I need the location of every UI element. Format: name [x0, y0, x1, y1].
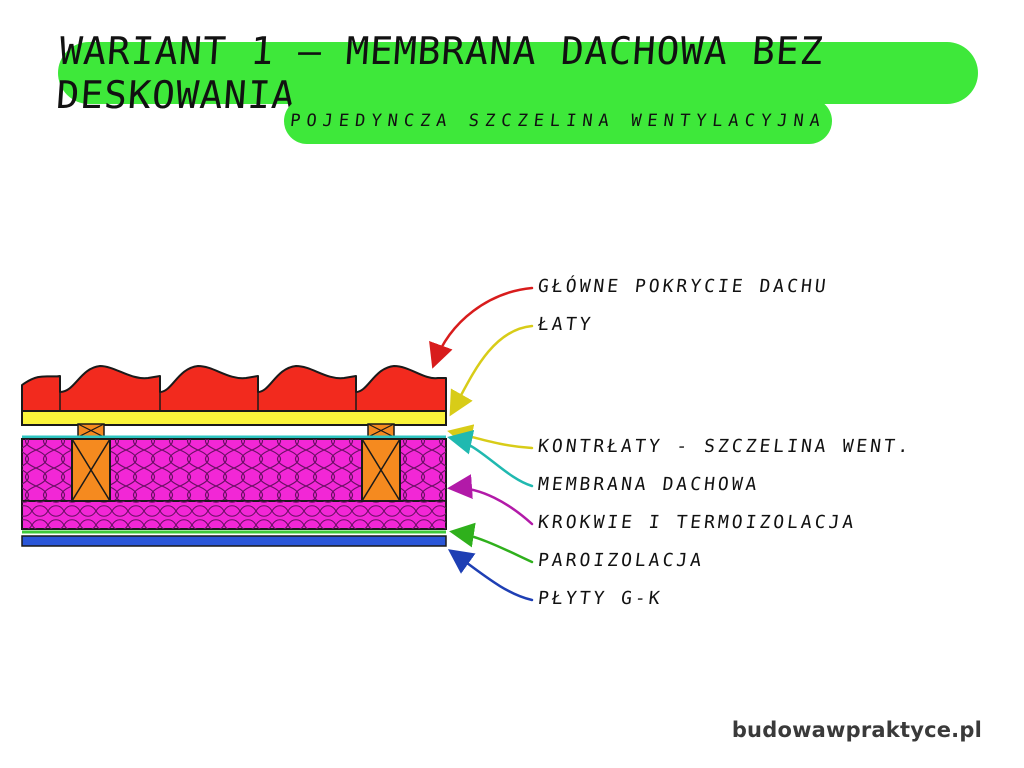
plasterboard-layer: [21, 535, 447, 547]
rafters: [71, 438, 401, 502]
arrow-vapour-barrier: [449, 522, 534, 564]
brand-watermark: budowawpraktyce.pl: [731, 718, 982, 742]
arrow-membrane: [447, 429, 534, 488]
arrow-battens: [449, 324, 534, 417]
label-vapour-barrier: PAROIZOLACJA: [536, 550, 706, 571]
battens-layer: [21, 410, 447, 426]
roof-tiles-layer: [21, 365, 447, 413]
label-roof-covering: GŁÓWNE POKRYCIE DACHU: [536, 276, 830, 297]
arrow-roof-covering: [429, 286, 534, 369]
label-counter-battens: KONTRŁATY - SZCZELINA WENT.: [536, 436, 913, 457]
label-battens: ŁATY: [536, 314, 595, 335]
subtitle-banner: POJEDYNCZA SZCZELINA WENTYLACYJNA: [284, 98, 832, 144]
label-plasterboard: PŁYTY G-K: [536, 588, 664, 609]
arrow-plasterboard: [447, 549, 534, 602]
arrows: [429, 286, 534, 602]
label-rafters-insulation: KROKWIE I TERMOIZOLACJA: [536, 512, 858, 533]
label-membrane: MEMBRANA DACHOWA: [536, 474, 761, 495]
title-banner: WARIANT 1 – MEMBRANA DACHOWA BEZ DESKOWA…: [55, 29, 978, 117]
arrow-counter-battens: [447, 424, 534, 450]
arrow-insulation: [447, 474, 534, 526]
